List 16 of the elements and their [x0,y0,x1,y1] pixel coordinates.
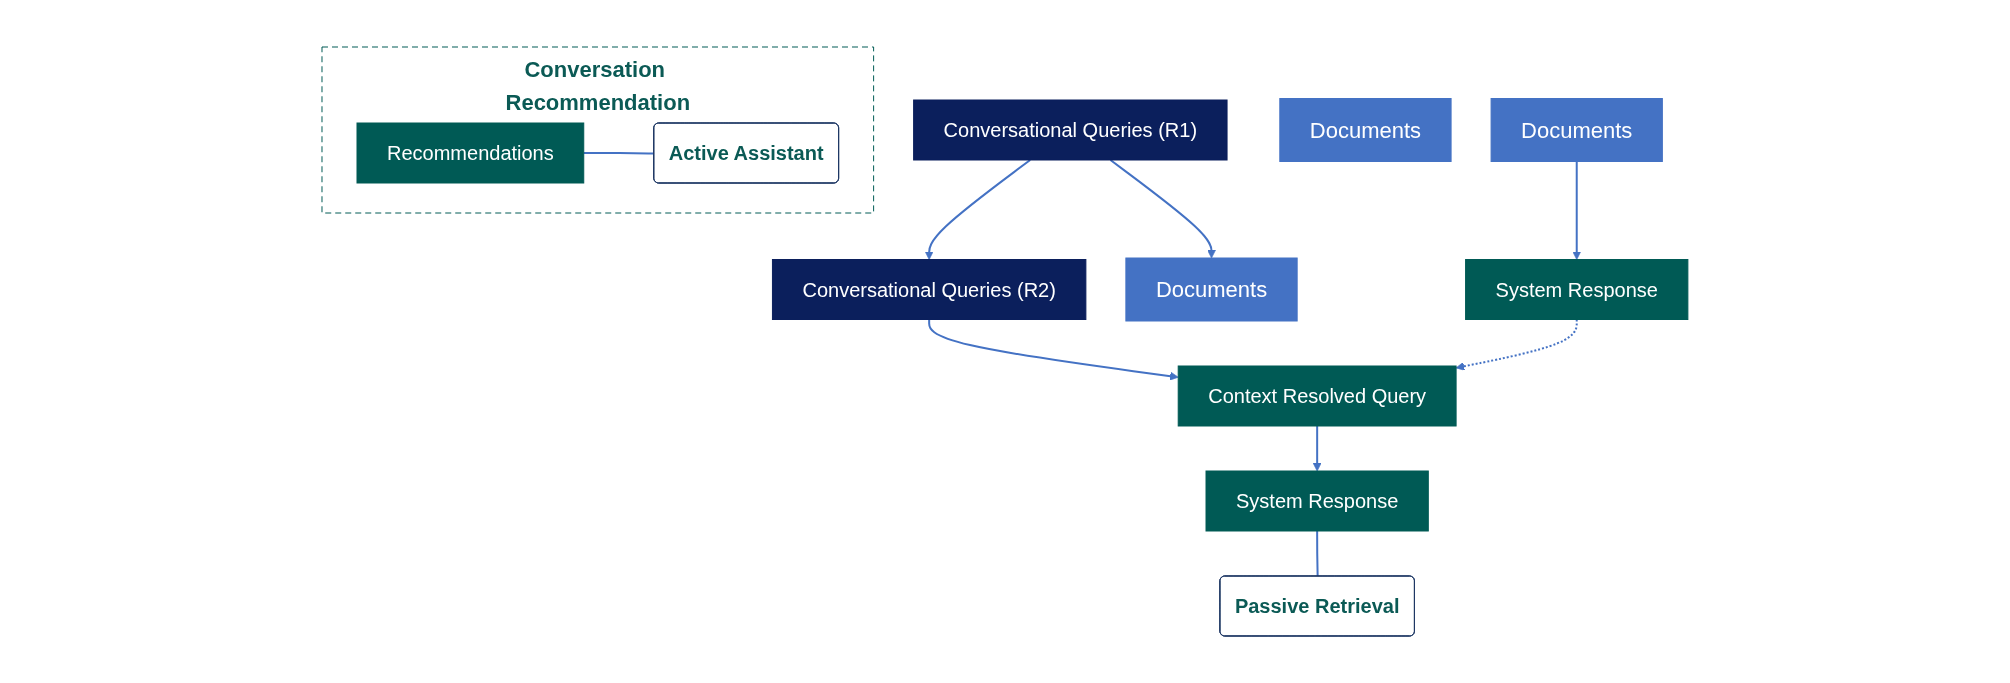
arrow [1455,318,1578,371]
arrow [1312,425,1322,472]
node-box: System Response [1205,470,1429,532]
connector [1316,530,1319,578]
node-box: Documents [1279,98,1452,162]
node-box: Recommendations [356,122,585,184]
node-box: Conversational Queries (R1) [913,99,1228,161]
arrow [924,159,1032,260]
node-box: System Response [1465,259,1689,320]
node-box: Documents [1125,257,1298,322]
node-box: Conversational Queries (R2) [772,259,1087,320]
node-box: Context Resolved Query [1177,365,1457,427]
arrow [928,318,1179,381]
arrow [1109,159,1216,259]
arrow [1572,160,1582,260]
node-box: Documents [1490,98,1663,162]
